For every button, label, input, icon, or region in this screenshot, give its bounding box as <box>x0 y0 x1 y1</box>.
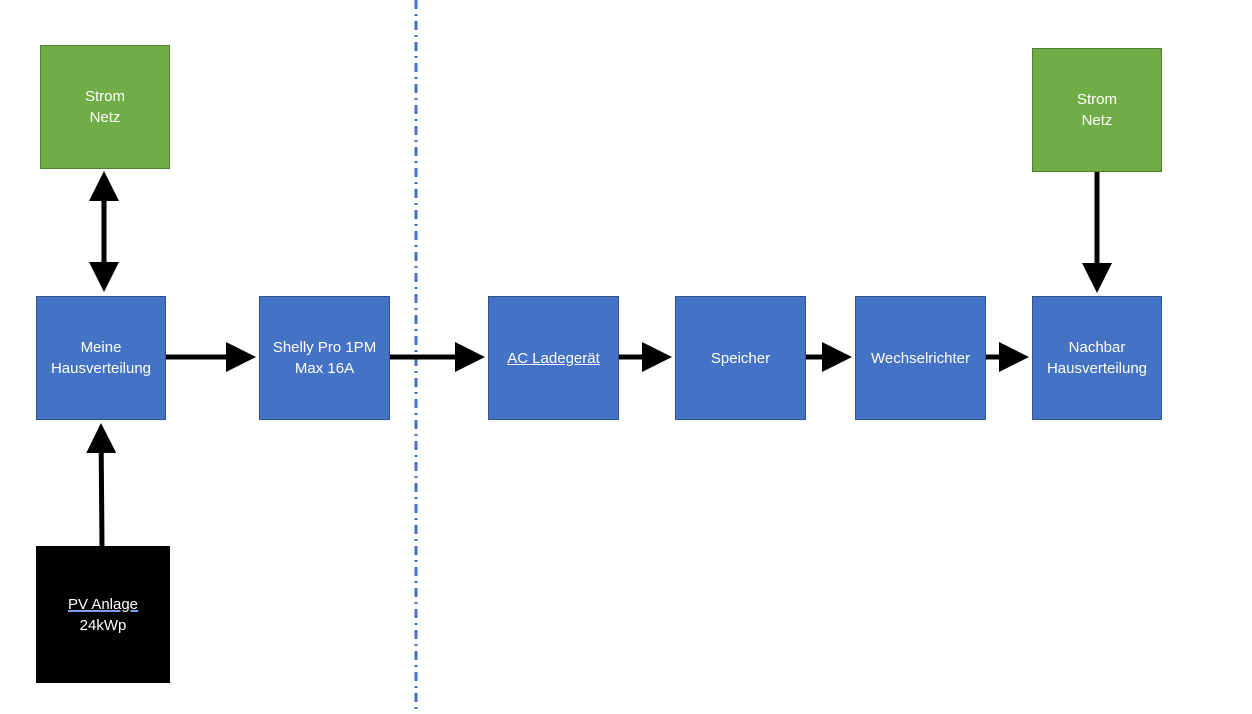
ac-charger-box: AC Ladegerät <box>488 296 619 420</box>
neighbor-distribution-line2: Hausverteilung <box>1046 360 1148 377</box>
ac-charger-label: AC Ladegerät <box>507 349 600 367</box>
my-distribution-line2: Hausverteilung <box>50 360 152 377</box>
grid-left-line1: Strom <box>84 88 125 105</box>
shelly-box: Shelly Pro 1PM Max 16A <box>259 296 390 420</box>
grid-left-box: Strom Netz <box>40 45 170 169</box>
grid-right-line2: Netz <box>1081 112 1113 129</box>
inverter-box: Wechselrichter <box>855 296 986 420</box>
storage-label: Speicher <box>710 349 771 367</box>
arrow-pv-to-my-distribution <box>86 423 117 547</box>
storage-box: Speicher <box>675 296 806 420</box>
neighbor-distribution-line1: Nachbar <box>1068 339 1126 356</box>
my-distribution-box: Meine Hausverteilung <box>36 296 166 420</box>
inverter-label: Wechselrichter <box>871 349 970 367</box>
grid-left-line2: Netz <box>89 109 121 126</box>
grid-right-box: Strom Netz <box>1032 48 1162 172</box>
grid-right-line1: Strom <box>1076 91 1117 108</box>
my-distribution-line1: Meine <box>80 339 122 356</box>
pv-line2: 24kWp <box>79 616 127 634</box>
shelly-line1: Shelly Pro 1PM <box>272 339 377 356</box>
neighbor-distribution-box: Nachbar Hausverteilung <box>1032 296 1162 420</box>
shelly-line2: Max 16A <box>294 360 355 377</box>
pv-line1: PV Anlage <box>67 595 139 613</box>
pv-box: PV Anlage 24kWp <box>36 546 170 683</box>
